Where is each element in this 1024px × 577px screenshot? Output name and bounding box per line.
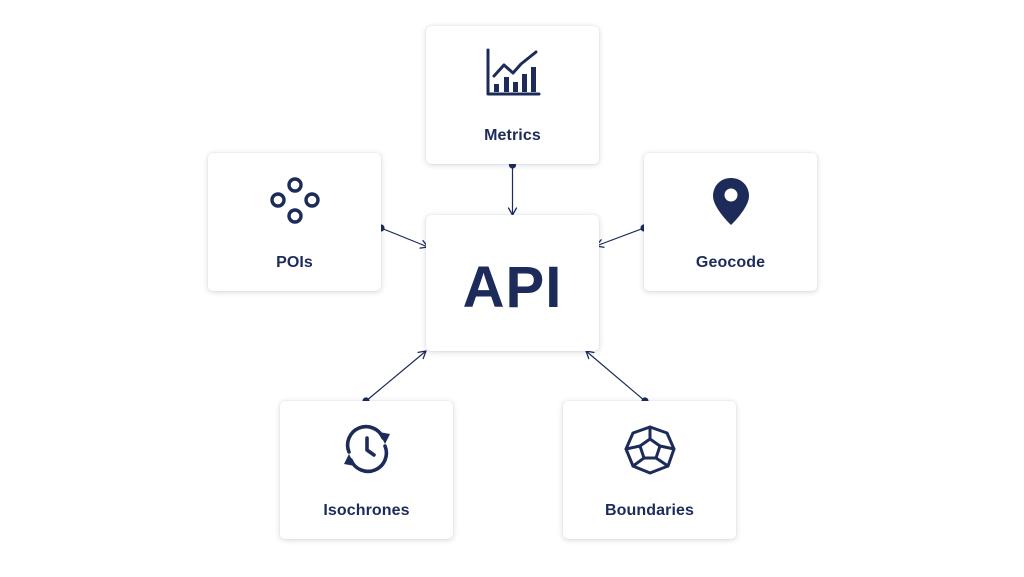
clock-cycle-icon	[343, 424, 390, 474]
node-api: API	[426, 215, 599, 351]
node-pois: POIs	[208, 153, 381, 291]
node-metrics: Metrics	[426, 26, 599, 164]
map-pin-icon	[712, 178, 749, 225]
node-isochrones: Isochrones	[280, 401, 453, 539]
connector-boundaries-api	[585, 350, 649, 405]
node-label-metrics: Metrics	[484, 127, 541, 144]
connector-geocode-api	[595, 224, 648, 248]
poi-cluster-icon	[269, 177, 320, 224]
node-label-geocode: Geocode	[695, 254, 766, 271]
node-label-boundaries: Boundaries	[604, 502, 694, 519]
node-geocode: Geocode	[644, 153, 817, 291]
node-label-isochrones: Isochrones	[323, 502, 410, 519]
api-label: API	[462, 255, 563, 320]
polygon-boundary-icon	[624, 425, 675, 475]
node-label-pois: POIs	[276, 254, 313, 271]
connector-pois-api	[377, 224, 429, 249]
connector-isochrones-api	[362, 350, 427, 405]
connector-metrics-api	[507, 161, 518, 216]
bar-chart-icon	[486, 48, 540, 96]
node-boundaries: Boundaries	[563, 401, 736, 539]
